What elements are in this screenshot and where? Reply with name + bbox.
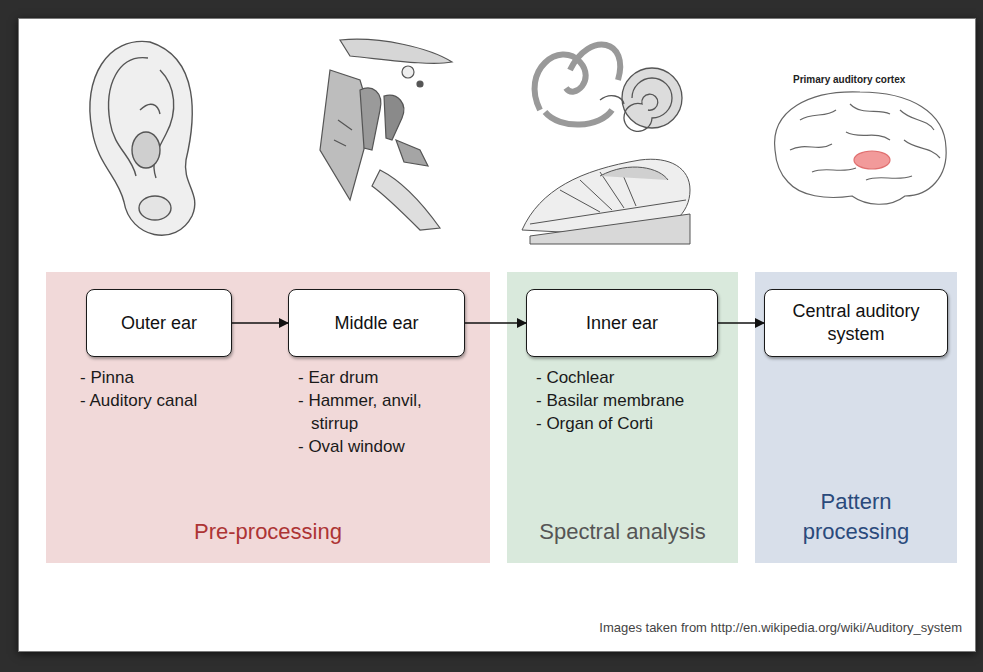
semicircular-canal <box>570 45 620 80</box>
anvil <box>384 95 404 140</box>
part-name: - Oval window <box>298 435 481 458</box>
fold-line <box>140 104 160 114</box>
stage-band: Pre-processing Outer ear Middle ear <box>46 272 490 563</box>
vestibule <box>600 96 624 104</box>
process-box: Central auditory system <box>764 289 948 357</box>
spiral-line <box>624 78 672 131</box>
band-title-holder: Spectral analysis <box>507 517 738 547</box>
dot <box>417 81 423 87</box>
hatch-lines <box>334 120 352 146</box>
part-name: - Ear drum <box>298 366 471 389</box>
box-label: Outer ear <box>121 312 197 335</box>
brain-illustration <box>775 92 947 204</box>
stage-title: Spectral analysis <box>539 517 705 547</box>
inner-ear-illustration <box>535 45 682 132</box>
lobule <box>139 196 171 220</box>
part-name: - Pinna <box>80 366 243 389</box>
sulci <box>790 104 940 180</box>
stirrup <box>396 140 428 166</box>
process-box: Inner ear <box>526 289 718 357</box>
dot <box>402 66 414 78</box>
box-label: Central auditory system <box>773 300 939 346</box>
part-name: - Hammer, anvil, stirrup <box>298 389 471 435</box>
auditory-cortex-patch <box>854 151 890 169</box>
tectorial-membrane <box>600 167 668 180</box>
band-title-holder: Pattern processing <box>755 487 957 547</box>
stage-title: Pre-processing <box>194 517 342 547</box>
box-label: Middle ear <box>334 312 418 335</box>
pinna-illustration <box>90 41 195 235</box>
process-box: Middle ear <box>288 289 465 357</box>
image-credit: Images taken from http://en.wikipedia.or… <box>599 620 962 636</box>
part-name: - Basilar membrane <box>536 389 739 412</box>
bone-top <box>340 39 452 63</box>
region-label: Primary auditory cortex <box>793 74 905 86</box>
semicircular-canal <box>545 110 612 125</box>
part-name: - Auditory canal <box>80 389 263 412</box>
part-name: - Cochlear <box>536 366 739 389</box>
semicircular-canal <box>535 55 586 110</box>
stage-title: Pattern processing <box>786 487 926 547</box>
brain-outline <box>775 92 947 204</box>
band-title-holder: Pre-processing <box>46 517 490 547</box>
part-name: - Organ of Corti <box>536 412 739 435</box>
organ-of-corti-illustration <box>522 159 690 244</box>
middle-ear-illustration <box>320 39 452 230</box>
process-box: Outer ear <box>86 289 232 357</box>
hammer <box>360 88 381 150</box>
bone-layer <box>530 214 690 244</box>
box-label: Inner ear <box>586 312 658 335</box>
concha <box>132 132 160 168</box>
canal-wall <box>372 170 440 230</box>
pinna-outline <box>90 41 195 235</box>
stage-band: Pattern processing Central auditory syste… <box>755 272 957 563</box>
